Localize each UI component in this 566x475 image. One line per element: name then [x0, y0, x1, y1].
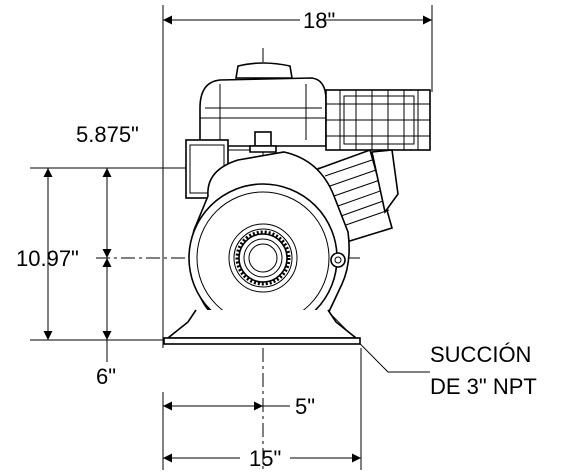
- callout-line-2: DE 3" NPT: [430, 374, 537, 399]
- pump-body: [163, 62, 431, 345]
- label-height-total: 10.97": [16, 246, 79, 271]
- label-width-mid: 5": [295, 394, 315, 419]
- dimension-arrows: [43, 15, 432, 463]
- suction-callout: SUCCIÓN DE 3" NPT: [430, 342, 537, 399]
- dimension-labels: 18" 5.875" 10.97" 6" 5" 15": [16, 8, 335, 471]
- label-offset-lower: 6": [96, 364, 116, 389]
- label-offset-upper: 5.875": [76, 122, 139, 147]
- label-width-top: 18": [303, 8, 335, 33]
- callout-line-1: SUCCIÓN: [430, 342, 531, 367]
- label-width-bottom: 15": [249, 446, 281, 471]
